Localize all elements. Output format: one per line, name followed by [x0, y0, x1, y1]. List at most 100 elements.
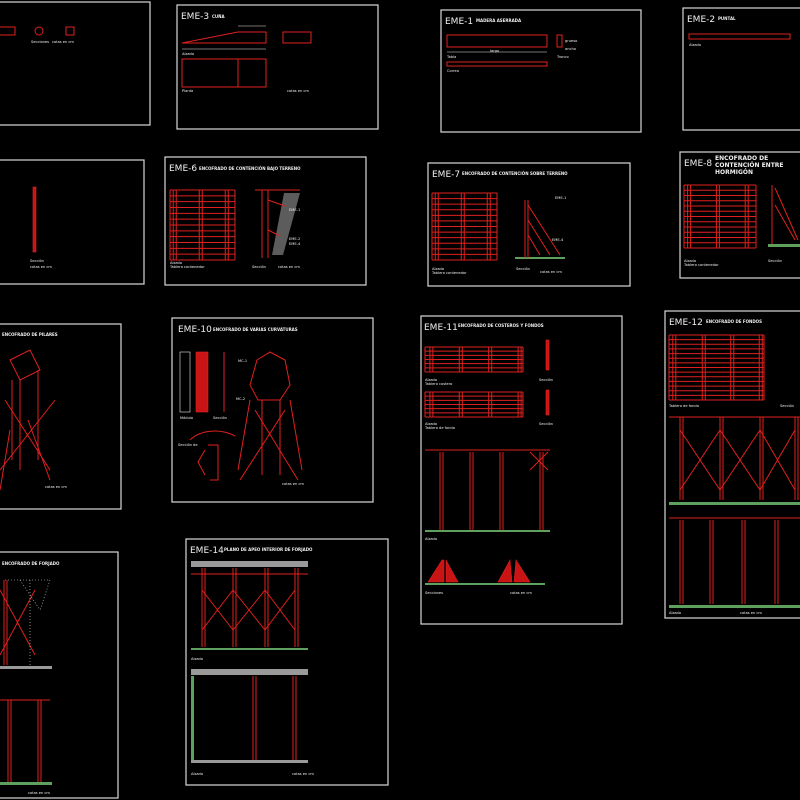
sheet-title: EME-6 — [169, 164, 197, 174]
wedge-plan — [181, 58, 267, 88]
ground-line — [515, 257, 565, 259]
sheet-frame — [664, 310, 800, 619]
label: Tablero de fondo — [424, 426, 455, 430]
label: Planta — [182, 89, 193, 93]
hidden-lines — [5, 579, 51, 665]
module-outline — [179, 351, 191, 413]
sheet-frame — [171, 317, 374, 503]
module-ribs — [195, 351, 209, 413]
sheet-title: EME-11 — [424, 323, 458, 333]
sheet-frame — [176, 4, 379, 130]
dimension-label: largo — [490, 49, 499, 53]
props-elevation — [669, 517, 800, 608]
plank-section — [556, 34, 563, 48]
slab — [191, 760, 308, 763]
props-section — [427, 558, 531, 583]
sheet-eme-7[interactable]: EME-7 ENCOFRADO DE CONTENCIÓN SOBRE TERR… — [427, 162, 631, 287]
sheet-frame — [679, 151, 800, 279]
label: cotas en cm — [510, 591, 532, 595]
cad-line — [719, 429, 761, 491]
sheet-subtitle-box: ENCOFRADO DE CONTENCIÓN ENTRE HORMIGÓN — [715, 155, 784, 176]
label: Sección — [780, 404, 794, 408]
curved-form-isometric — [237, 351, 303, 481]
slab — [191, 669, 308, 675]
label: Alzado — [182, 52, 194, 56]
label: Tabla — [446, 55, 456, 59]
sheet-partial-left-2: Sección cotas en cm — [0, 159, 145, 285]
sheet-title: EME-12 — [669, 318, 703, 328]
ground-line — [669, 502, 800, 505]
cad-line — [232, 589, 266, 631]
sheet-frame — [164, 156, 367, 286]
board-panel-elevation — [683, 184, 757, 249]
label: Alzado — [170, 261, 182, 265]
sheet-eme-6[interactable]: EME-6 ENCOFRADO DE CONTENCIÓN BAJO TERRE… — [164, 156, 367, 286]
callout: EME-1 — [289, 208, 300, 212]
label: Alzado — [432, 267, 444, 271]
label: Correa — [447, 69, 459, 73]
sheet-eme-10[interactable]: EME-10 ENCOFRADO DE VARIAS CURVATURAS Mó… — [171, 317, 374, 503]
sheet-frame — [427, 162, 631, 287]
ground-line — [191, 648, 308, 650]
sheet-subtitle: MADERA ASERRADA — [476, 18, 522, 23]
sheet-eme-2[interactable]: EME-2 PUNTAL Alzado — [682, 7, 800, 131]
sheet-eme-3[interactable]: EME-3 CUÑA Alzado Planta cotas en cm — [176, 4, 379, 130]
label: Alzado — [684, 259, 696, 263]
callout: EME-4 — [552, 238, 564, 242]
ground-line — [0, 782, 52, 785]
dimension-label: ancho — [565, 47, 576, 51]
sheet-subtitle: ENCOFRADO DE CONTENCIÓN BAJO TERRENO — [199, 166, 301, 171]
sheet-frame — [0, 551, 119, 799]
label: Alzado — [425, 378, 437, 382]
label: Sección — [252, 265, 266, 269]
label: cotas en cm — [45, 485, 67, 489]
sheet-partial-top-left: Secciones cotas en cm — [0, 1, 151, 126]
section-mark — [545, 339, 550, 371]
sheet-subtitle: ENCOFRADO DE FORJADO — [2, 561, 60, 566]
sheet-title: EME-10 — [178, 325, 212, 335]
sheet-frame — [420, 315, 623, 625]
label: Tablero de fondo — [668, 404, 699, 408]
shoring-section — [524, 200, 561, 258]
label: cotas en cm — [278, 265, 300, 269]
label: Tablero costero — [424, 382, 452, 386]
label: Sección — [30, 259, 44, 263]
props-elevation — [0, 699, 50, 782]
shoring-section — [771, 185, 799, 244]
sheet-eme-8[interactable]: EME-8 ENCOFRADO DE CONTENCIÓN ENTRE HORM… — [679, 151, 800, 279]
board-panel-elevation — [169, 189, 236, 261]
callout: MC-1 — [238, 359, 247, 363]
label: cotas en cm — [292, 772, 314, 776]
sheet-subtitle: CUÑA — [212, 14, 226, 19]
batten — [446, 61, 548, 67]
wall-hatch — [191, 676, 194, 761]
label: Módulo — [180, 416, 193, 420]
braced-shoring-elevation — [669, 416, 800, 505]
callout: EME-2 — [289, 237, 300, 241]
sheet-eme-1[interactable]: EME-1 MADERA ASERRADA largo grueso ancho… — [440, 9, 642, 133]
ground-line — [768, 244, 800, 247]
sheet-frame — [682, 7, 800, 131]
square-section — [65, 26, 75, 36]
stake — [32, 186, 37, 253]
label: Secciones — [425, 591, 443, 595]
sheet-eme-11[interactable]: EME-11 ENCOFRADO DE COSTEROS Y FONDOS Al… — [420, 315, 623, 625]
bottom-board-elevation — [668, 334, 765, 401]
sheet-eme-12[interactable]: EME-12 ENCOFRADO DE FONDOS Tablero de fo… — [664, 310, 800, 619]
ground-line — [669, 605, 800, 608]
ground-line — [425, 530, 550, 532]
sheet-frame — [185, 538, 389, 786]
props-elevation — [252, 676, 297, 760]
label: Alzado — [191, 657, 203, 661]
braced-shoring-elevation — [191, 568, 308, 647]
sheet-partial-left-3: ENCOFRADO DE PILARES cotas en cm — [0, 323, 122, 510]
label: Alzado — [689, 43, 701, 47]
soil-hatch — [272, 193, 300, 255]
label: cotas en cm — [540, 270, 562, 274]
sheet-title: EME-3 — [181, 12, 209, 22]
callout: MC-2 — [236, 397, 245, 401]
sheet-subtitle: PUNTAL — [718, 16, 736, 21]
sheet-eme-14[interactable]: EME-14 PLANO DE APEO INTERIOR DE FORJADO… — [185, 538, 389, 786]
cad-line — [529, 451, 549, 471]
